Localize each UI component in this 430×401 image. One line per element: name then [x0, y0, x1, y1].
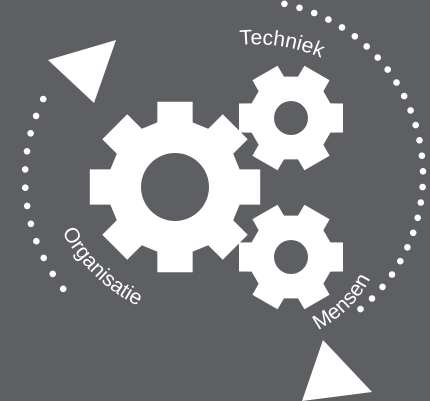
arc-dot — [351, 33, 359, 40]
large-gear-icon — [89, 101, 261, 273]
arc-dot — [412, 121, 420, 129]
arc-dot — [325, 16, 332, 23]
arc-dot — [39, 95, 47, 103]
arc-dot — [357, 305, 364, 313]
arc-dot — [363, 43, 371, 50]
arc-dot — [310, 9, 318, 17]
arc-dot — [397, 257, 404, 265]
arc-dot — [33, 237, 40, 245]
arc-dot — [409, 229, 417, 237]
arc-dot — [400, 92, 408, 100]
arc-dot — [21, 166, 29, 173]
arc-dot — [23, 202, 31, 210]
arc-dot — [416, 137, 423, 144]
arc-dot — [419, 168, 427, 175]
arc-dot — [281, 0, 288, 8]
arc-dot — [22, 184, 29, 191]
arc-dot — [417, 199, 425, 206]
arc-dot — [32, 112, 40, 120]
arc-dot — [27, 220, 35, 228]
arc-dot — [374, 54, 382, 61]
arc-dot — [368, 295, 376, 302]
arc-dot — [404, 244, 411, 251]
arc-dot — [388, 271, 396, 278]
lower-small-gear-icon — [238, 204, 344, 310]
arc-dot — [338, 24, 346, 31]
bottom-right-arrowhead-icon — [302, 340, 372, 401]
arc-dot — [384, 66, 392, 73]
top-left-arrowhead-icon — [48, 40, 116, 103]
arc-dot — [418, 152, 426, 159]
arc-dot — [379, 283, 386, 291]
arc-dot — [23, 148, 31, 155]
arc-dot — [40, 254, 47, 262]
arc-dot — [407, 107, 414, 114]
arc-dot — [296, 4, 303, 12]
upper-small-gear-icon — [238, 65, 344, 171]
arc-dot — [27, 130, 34, 137]
arc-dot — [414, 214, 422, 222]
arc-dot — [393, 79, 400, 86]
arc-dot — [59, 285, 67, 293]
arc-dot — [419, 183, 426, 191]
arc-dot — [49, 270, 56, 278]
label-techniek: Techniek — [239, 26, 328, 62]
right-dotted-arc — [281, 0, 427, 313]
left-dotted-arc — [21, 95, 67, 293]
